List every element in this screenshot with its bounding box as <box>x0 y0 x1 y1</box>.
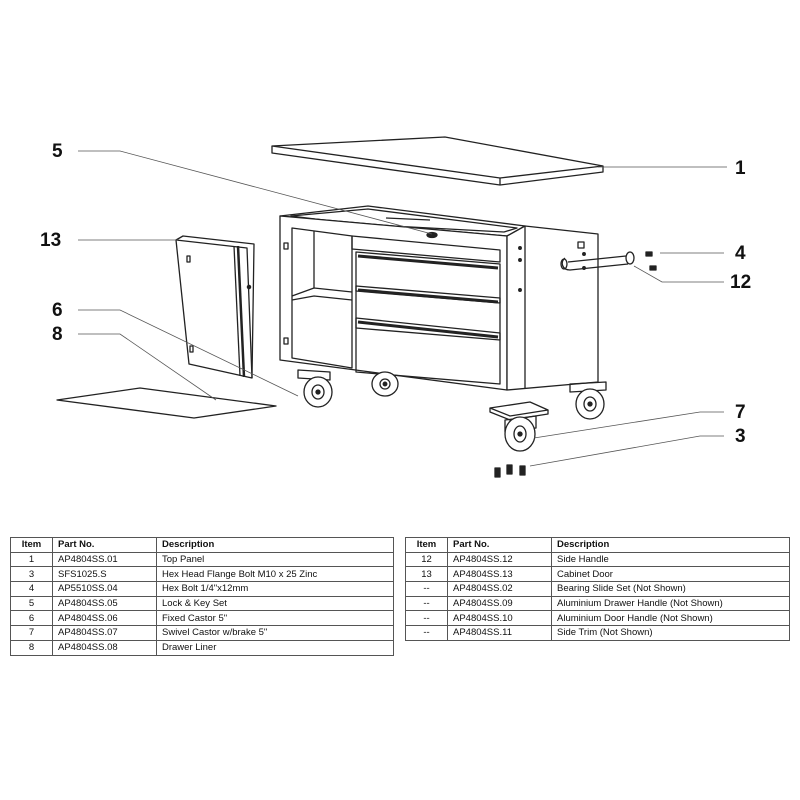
cell-description: Swivel Castor w/brake 5" <box>156 625 394 641</box>
cell-part-no: AP4804SS.10 <box>447 610 552 627</box>
callout-13: 13 <box>40 230 61 251</box>
flange-bolts-part <box>494 464 526 478</box>
side-handle-part <box>560 251 635 271</box>
cell-item: 1 <box>10 551 53 568</box>
header-item: Item <box>405 537 448 553</box>
callout-3: 3 <box>735 426 746 447</box>
cell-item: -- <box>405 595 448 612</box>
cell-item: 8 <box>10 639 53 656</box>
table-header-row: Item Part No. Description <box>10 537 394 553</box>
handle-bolts-part <box>645 251 657 271</box>
cell-description: Side Trim (Not Shown) <box>551 625 790 641</box>
cell-description: Hex Head Flange Bolt M10 x 25 Zinc <box>156 566 394 583</box>
table-header-row: Item Part No. Description <box>405 537 790 553</box>
cell-description: Aluminium Drawer Handle (Not Shown) <box>551 595 790 612</box>
cell-item: 12 <box>405 551 448 568</box>
cell-item: -- <box>405 610 448 627</box>
swivel-castor-part <box>489 401 549 452</box>
cell-description: Lock & Key Set <box>156 595 394 612</box>
callout-7: 7 <box>735 402 746 423</box>
cell-part-no: AP4804SS.08 <box>52 639 157 656</box>
cell-part-no: AP4804SS.09 <box>447 595 552 612</box>
cell-item: 5 <box>10 595 53 612</box>
cell-description: Hex Bolt 1/4"x12mm <box>156 581 394 597</box>
cell-part-no: AP4804SS.01 <box>52 551 157 568</box>
leader-lines <box>78 150 727 467</box>
cell-item: 4 <box>10 581 53 597</box>
cell-part-no: AP4804SS.02 <box>447 581 552 597</box>
cabinet-body <box>279 205 599 391</box>
cell-description: Cabinet Door <box>551 566 790 583</box>
header-part-no: Part No. <box>52 537 157 553</box>
callout-6: 6 <box>52 300 63 321</box>
callout-5: 5 <box>52 141 63 162</box>
cell-item: -- <box>405 625 448 641</box>
cell-part-no: AP4804SS.13 <box>447 566 552 583</box>
exploded-cabinet-diagram: 5 1 13 4 12 6 8 7 3 <box>40 136 751 478</box>
header-part-no: Part No. <box>447 537 552 553</box>
header-description: Description <box>156 537 394 553</box>
cell-part-no: AP5510SS.04 <box>52 581 157 597</box>
cell-part-no: AP4804SS.06 <box>52 610 157 627</box>
header-description: Description <box>551 537 790 553</box>
cabinet-door-part <box>175 235 255 379</box>
cell-part-no: AP4804SS.05 <box>52 595 157 612</box>
drawer-liner-part <box>56 387 277 419</box>
cell-description: Fixed Castor 5" <box>156 610 394 627</box>
cell-item: 7 <box>10 625 53 641</box>
callout-4: 4 <box>735 243 746 264</box>
cell-part-no: SFS1025.S <box>52 566 157 583</box>
cell-description: Aluminium Door Handle (Not Shown) <box>551 610 790 627</box>
rear-castor-left <box>371 371 399 397</box>
fixed-castor-part <box>297 369 333 408</box>
cell-item: 6 <box>10 610 53 627</box>
top-panel-part <box>271 136 604 186</box>
cell-description: Top Panel <box>156 551 394 568</box>
cell-part-no: AP4804SS.11 <box>447 625 552 641</box>
cell-part-no: AP4804SS.12 <box>447 551 552 568</box>
cell-item: -- <box>405 581 448 597</box>
callout-8: 8 <box>52 324 63 345</box>
cell-description: Bearing Slide Set (Not Shown) <box>551 581 790 597</box>
cell-item: 3 <box>10 566 53 583</box>
front-castor-right <box>569 381 607 420</box>
callout-12: 12 <box>730 272 751 293</box>
cell-description: Side Handle <box>551 551 790 568</box>
cell-description: Drawer Liner <box>156 639 394 656</box>
callout-1: 1 <box>735 158 746 179</box>
lock-key-part <box>426 231 438 239</box>
cell-item: 13 <box>405 566 448 583</box>
header-item: Item <box>10 537 53 553</box>
cell-part-no: AP4804SS.07 <box>52 625 157 641</box>
